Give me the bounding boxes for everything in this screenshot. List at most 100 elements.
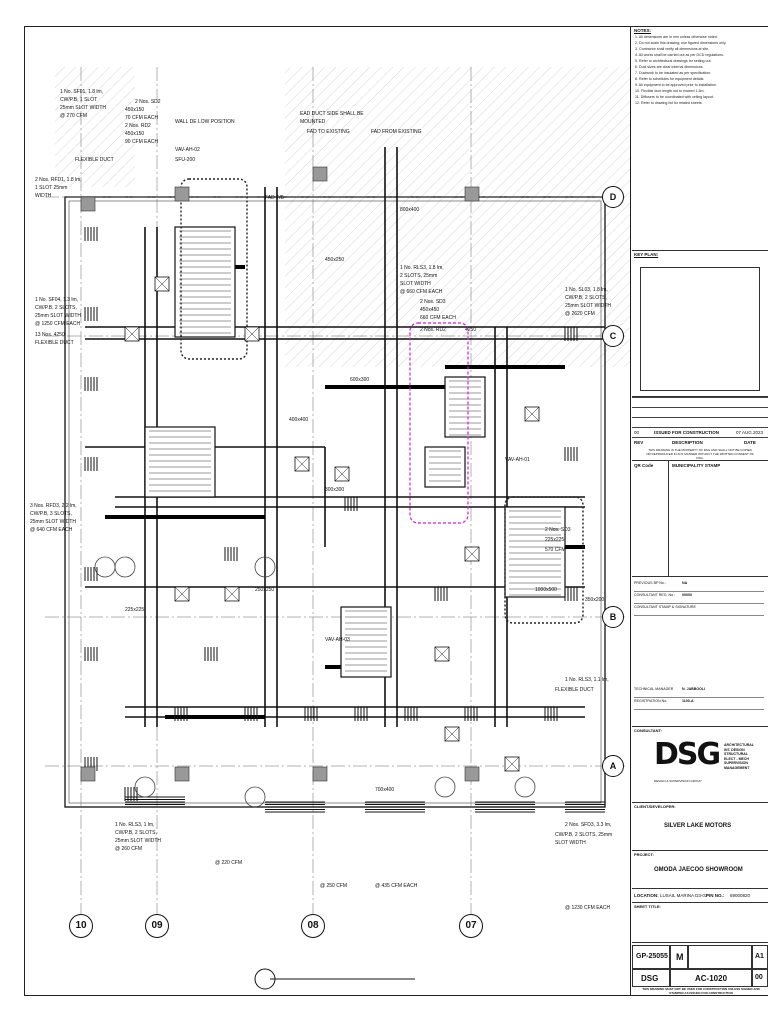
rev-description: ISSUED FOR CONSTRUCTION <box>654 430 720 435</box>
duct-annotation: 4250 <box>465 327 477 333</box>
duct-annotation: 2 SLOTS, 25mm <box>400 273 438 279</box>
pin-label: PIN NO.: <box>706 893 725 898</box>
structural-column <box>464 186 480 202</box>
round-column <box>254 556 276 578</box>
notes-header: NOTES: <box>634 28 652 33</box>
duct-annotation: 300x300 <box>325 487 345 493</box>
rev-date: 07 AUG.2023 <box>736 430 764 435</box>
duct-annotation: @ 260 CFM <box>115 846 143 852</box>
duct-annotation: @ 660 CFM EACH <box>400 289 443 295</box>
stamp-box: QR Code MUNICIPALITY STAMP <box>632 461 768 577</box>
date-header: DATE <box>744 440 756 445</box>
duct-annotation: 90 CFM EACH <box>125 139 159 145</box>
duct-annotation: 450x250 <box>325 257 345 263</box>
footer-note: THIS DRAWING MUST NOT BE USED FOR CONSTR… <box>642 987 760 995</box>
grille-cross <box>124 326 140 342</box>
discipline: M <box>676 952 684 962</box>
duct-annotation: @ 1250 CFM EACH <box>35 321 81 327</box>
client-name: SILVER LAKE MOTORS <box>664 823 732 829</box>
grid-col-08-bubble: 08 <box>301 914 325 938</box>
qr-label: QR Code <box>634 463 654 468</box>
duct-annotation: 2 Nos. RD2 <box>420 327 446 333</box>
duct-annotation: 2 Nos. SFD3, 3.3 lm, <box>565 822 612 828</box>
duct-annotation: 1 SLOT 25mm <box>35 185 68 191</box>
rev-value: 00 <box>634 430 640 435</box>
duct-annotation: CW/P.B, 1 SLOT <box>60 97 98 103</box>
form-field-row: PREVIOUS BP No.:NA <box>634 581 764 592</box>
notes-box: NOTES: 1. All dimensions are in mm unles… <box>632 27 768 251</box>
hatched-existing-area <box>285 67 630 367</box>
duct-annotation: 2 Nos. RD2 <box>125 123 151 129</box>
duct-annotation: SFU-200 <box>175 157 196 163</box>
duct-annotation: VAV-AH-01 <box>505 457 530 463</box>
duct-annotation: @ 220 CFM <box>215 860 243 866</box>
ahu-unit <box>144 426 216 498</box>
duct-annotation: 2 Nos. SD3 <box>545 527 571 533</box>
sheet-title-box: SHEET TITLE: <box>632 903 768 943</box>
note-item: 6. Duct sizes are clear internal dimensi… <box>635 65 704 69</box>
client-label: CLIENT/DEVELOPER: <box>634 804 676 809</box>
duct-annotation: SLOT WIDTH <box>555 840 586 846</box>
duct-annotation: CW/P.B, 2 SLOTS, 25mm <box>555 832 613 838</box>
duct-annotation: CW/P.B, 2 SLOTS, <box>565 295 607 301</box>
form-field-label: REGISTRATION No. <box>634 699 668 703</box>
stamp-label: MUNICIPALITY STAMP <box>672 463 721 468</box>
duct-annotation: @ 435 CFM EACH <box>375 883 418 889</box>
fcu-unit <box>424 446 466 488</box>
duct-annotation: FLEXIBLE DUCT <box>75 157 114 163</box>
duct-annotation: @ 2620 CFM <box>565 311 595 317</box>
structural-column <box>80 766 96 782</box>
duct-annotation: @ 250 CFM <box>320 883 348 889</box>
duct-annotation: VAV-AH-03 <box>325 637 350 643</box>
structural-column <box>174 766 190 782</box>
grille-cross <box>294 456 310 472</box>
duct-annotation: 1 No. RLS3, 1.1 lm, <box>565 677 609 683</box>
grille-cross <box>434 646 450 662</box>
qr-cell: QR Code <box>632 461 669 577</box>
form-field-value: 1100-A <box>682 699 694 703</box>
duct-annotation: 2 Nos. SD2 <box>135 99 161 105</box>
duct-annotation: 400x400 <box>289 417 309 423</box>
grid-row-c-bubble: C <box>602 325 624 347</box>
form-field-value: NA <box>682 581 688 585</box>
pin-value: 69000820 <box>730 893 751 898</box>
company-service-line: INT. DESIGN <box>724 747 745 752</box>
equipment-enclosure <box>504 496 584 624</box>
form-field-label: TECHNICAL MANAGER <box>634 687 674 691</box>
round-column <box>134 776 156 798</box>
grille-cross <box>224 586 240 602</box>
structural-column <box>464 766 480 782</box>
logo-text: DSG <box>654 737 721 772</box>
revision-row: 00 ISSUED FOR CONSTRUCTION 07 AUG.2023 <box>632 427 768 438</box>
project-name: OMODA JAECOO SHOWROOM <box>654 867 743 873</box>
duct-annotation: @ 270 CFM <box>60 113 88 119</box>
plan-svg <box>45 67 630 990</box>
company-service-line: MANAGEMENT <box>724 765 750 770</box>
sheet-title-label: SHEET TITLE: <box>634 904 661 909</box>
duct-annotation: 1000x500 <box>535 587 557 593</box>
duct-annotation: 3 Nos. RFD3, 2.2 lm, <box>30 503 77 509</box>
structural-column <box>312 766 328 782</box>
description-header: DESCRIPTION <box>672 440 703 445</box>
note-item: 10. Flexible duct length not to exceed 1… <box>635 89 705 93</box>
grille-cross <box>244 326 260 342</box>
note-item: 7. Ductwork to be insulated as per speci… <box>635 71 712 75</box>
duct-annotation: CW/P.B, 2 SLOTS, <box>35 305 77 311</box>
inner-wall <box>68 200 602 804</box>
revision-number: 00 <box>755 974 763 981</box>
duct-annotation: 25mm SLOT WIDTH <box>35 313 82 319</box>
rev-header: REV <box>634 440 644 445</box>
duct-annotation: WIDTH <box>35 193 52 199</box>
duct-annotation: 2 Nos. RFD1, 1.8 lm, <box>35 177 82 183</box>
duct-annotation: 2 Nos. SD3 <box>420 299 446 305</box>
duct-annotation: @ 1230 CFM EACH <box>565 905 611 911</box>
company-service-line: SUPERVISION <box>724 761 748 765</box>
key-plan-box: KEY PLAN: <box>632 251 768 397</box>
note-item: 2. Do not scale this drawing; use figure… <box>635 41 727 45</box>
duct-annotation: MOUNTED <box>300 119 326 125</box>
